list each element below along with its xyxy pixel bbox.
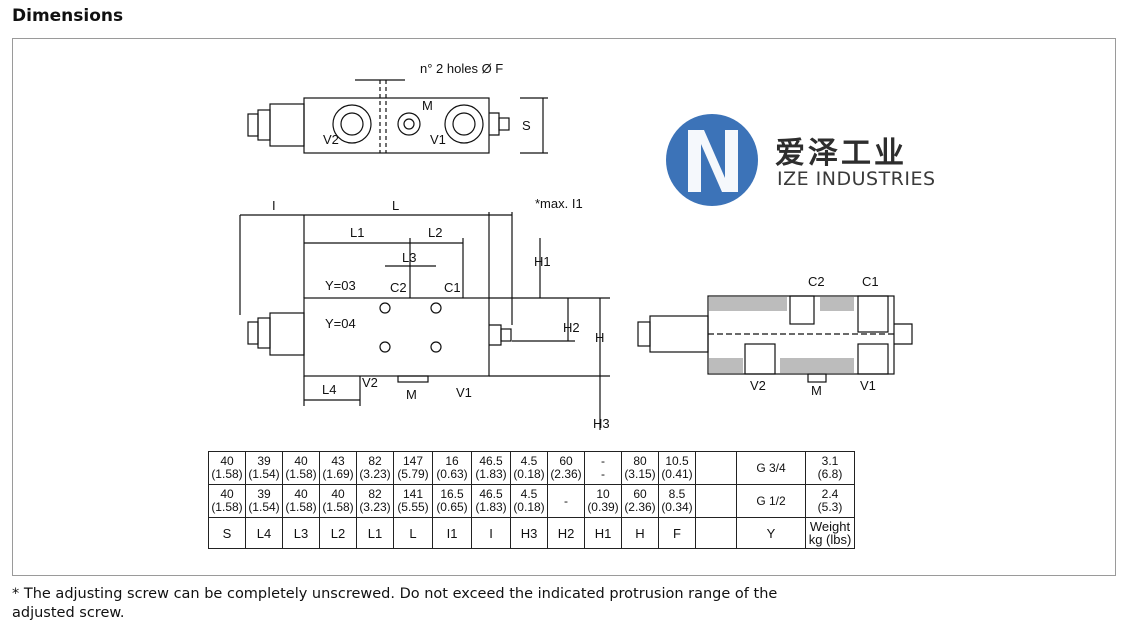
table-cell: H xyxy=(621,517,659,549)
table-cell: I xyxy=(471,517,511,549)
label-h2: H2 xyxy=(563,320,580,335)
table-cell: H3 xyxy=(510,517,548,549)
table-cell: -- xyxy=(584,451,622,485)
label-l3: L3 xyxy=(402,250,416,265)
logo-english-text: IZE INDUSTRIES xyxy=(777,168,936,190)
table-row: 40(1.58)39(1.54)40(1.58)40(1.58)82(3.23)… xyxy=(208,484,855,518)
table-cell: 4.5(0.18) xyxy=(510,451,548,485)
table-cell: 46.5(1.83) xyxy=(471,451,511,485)
table-cell: 10(0.39) xyxy=(584,484,622,518)
table-cell: 40(1.58) xyxy=(208,451,246,485)
table-cell: 40(1.58) xyxy=(282,451,320,485)
table-cell: 16(0.63) xyxy=(432,451,472,485)
table-cell: 10.5(0.41) xyxy=(658,451,696,485)
label-holes: n° 2 holes Ø F xyxy=(420,61,503,76)
drawing-frame xyxy=(12,38,1116,576)
label-front-m: M xyxy=(406,387,417,402)
table-cell: 8.5(0.34) xyxy=(658,484,696,518)
label-front-v1: V1 xyxy=(456,385,472,400)
table-cell: 43(1.69) xyxy=(319,451,357,485)
logo-chinese-text: 爱泽工业 xyxy=(775,136,907,171)
table-cell: 40(1.58) xyxy=(282,484,320,518)
table-cell: 46.5(1.83) xyxy=(471,484,511,518)
table-cell: 39(1.54) xyxy=(245,451,283,485)
table-cell: 39(1.54) xyxy=(245,484,283,518)
table-cell: 16.5(0.65) xyxy=(432,484,472,518)
table-cell: L2 xyxy=(319,517,357,549)
table-cell: 82(3.23) xyxy=(356,484,394,518)
table-cell: G 3/4 xyxy=(736,451,806,485)
table-cell xyxy=(695,451,737,485)
table-cell: L4 xyxy=(245,517,283,549)
table-cell: 60(2.36) xyxy=(621,484,659,518)
table-cell: 60(2.36) xyxy=(547,451,585,485)
label-l4: L4 xyxy=(322,382,336,397)
label-y03: Y=03 xyxy=(325,278,356,293)
table-cell: H1 xyxy=(584,517,622,549)
label-section-c1: C1 xyxy=(862,274,879,289)
table-cell: 4.5(0.18) xyxy=(510,484,548,518)
label-l2: L2 xyxy=(428,225,442,240)
label-section-c2: C2 xyxy=(808,274,825,289)
table-cell: H2 xyxy=(547,517,585,549)
table-cell: F xyxy=(658,517,696,549)
label-l: L xyxy=(392,198,399,213)
table-cell xyxy=(695,484,737,518)
table-cell: Y xyxy=(736,517,806,549)
top-view-nut xyxy=(269,103,305,147)
table-cell: 40(1.58) xyxy=(208,484,246,518)
table-cell: S xyxy=(208,517,246,549)
label-top-m: M xyxy=(422,98,433,113)
table-cell: I1 xyxy=(432,517,472,549)
table-row: 40(1.58)39(1.54)40(1.58)43(1.69)82(3.23)… xyxy=(208,451,855,485)
table-cell: L xyxy=(393,517,433,549)
table-cell: 141(5.55) xyxy=(393,484,433,518)
label-h: H xyxy=(595,330,604,345)
footnote: * The adjusting screw can be completely … xyxy=(12,586,778,621)
table-cell xyxy=(695,517,737,549)
table-cell: - xyxy=(547,484,585,518)
label-y04: Y=04 xyxy=(325,316,356,331)
label-l1: L1 xyxy=(350,225,364,240)
section-heading: Dimensions xyxy=(12,6,124,26)
table-cell: L3 xyxy=(282,517,320,549)
label-h1: H1 xyxy=(534,254,551,269)
label-front-v2: V2 xyxy=(362,375,378,390)
table-cell: L1 xyxy=(356,517,394,549)
label-top-v2: V2 xyxy=(323,132,339,147)
table-cell: 40(1.58) xyxy=(319,484,357,518)
table-cell: 2.4(5.3) xyxy=(805,484,855,518)
label-max-i1: *max. I1 xyxy=(535,196,583,211)
label-s: S xyxy=(522,118,531,133)
dimensions-table: 40(1.58)39(1.54)40(1.58)43(1.69)82(3.23)… xyxy=(208,451,855,549)
table-cell: 82(3.23) xyxy=(356,451,394,485)
label-section-m: M xyxy=(811,383,822,398)
ize-logo-icon xyxy=(666,114,758,206)
table-cell: 3.1(6.8) xyxy=(805,451,855,485)
label-i: I xyxy=(272,198,276,213)
label-front-c1: C1 xyxy=(444,280,461,295)
label-section-v2: V2 xyxy=(750,378,766,393)
table-cell: G 1/2 xyxy=(736,484,806,518)
table-cell: 147(5.79) xyxy=(393,451,433,485)
label-section-v1: V1 xyxy=(860,378,876,393)
label-top-v1: V1 xyxy=(430,132,446,147)
front-view-body xyxy=(303,297,490,377)
table-cell: 80(3.15) xyxy=(621,451,659,485)
label-front-c2: C2 xyxy=(390,280,407,295)
label-h3: H3 xyxy=(593,416,610,431)
